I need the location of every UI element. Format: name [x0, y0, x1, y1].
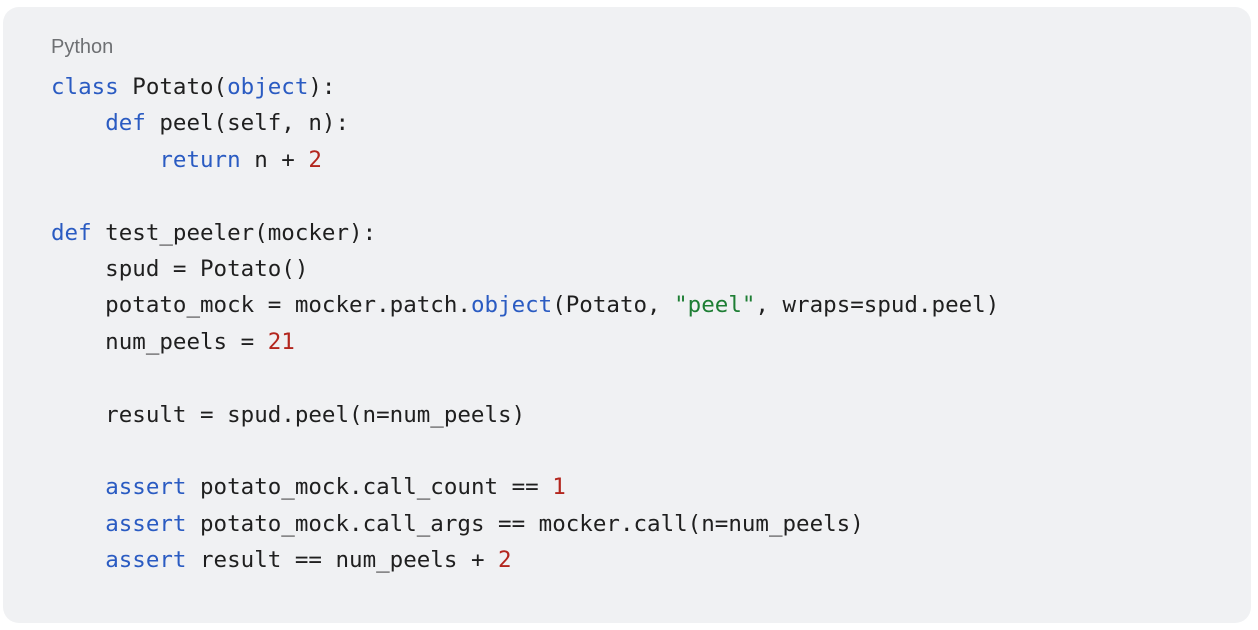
- code-line: return n + 2: [51, 142, 999, 178]
- code-line: assert potato_mock.call_count == 1: [51, 469, 999, 505]
- code-token-plain: [51, 511, 105, 537]
- code-line: class Potato(object):: [51, 69, 999, 105]
- code-token-plain: test_peeler(mocker):: [91, 219, 377, 246]
- code-token-plain: ):: [308, 74, 336, 100]
- code-line: num_peels = 21: [51, 324, 999, 360]
- code-line: [51, 360, 999, 396]
- code-line: [51, 178, 999, 214]
- code-token-plain: (Potato,: [552, 292, 675, 319]
- code-line: potato_mock = mocker.patch.object(Potato…: [51, 287, 999, 323]
- code-token-num: 21: [267, 328, 295, 355]
- code-token-str: "peel": [674, 292, 756, 319]
- code-token-kw: class: [51, 74, 119, 100]
- code-token-plain: [51, 547, 105, 573]
- code-token-plain: result == num_peels +: [186, 547, 499, 574]
- code-token-plain: result = spud.peel(n=num_peels): [51, 401, 526, 428]
- code-language-label: Python: [51, 36, 114, 58]
- code-token-kw: assert: [105, 510, 187, 537]
- code-token-plain: num_peels =: [51, 328, 268, 355]
- code-token-kw: def: [51, 219, 92, 246]
- code-token-num: 1: [552, 474, 566, 501]
- code-content: class Potato(object): def peel(self, n):…: [51, 69, 999, 578]
- code-line: result = spud.peel(n=num_peels): [51, 397, 999, 433]
- code-line: spud = Potato(): [51, 251, 999, 287]
- code-token-plain: n +: [240, 146, 309, 173]
- code-token-kw: assert: [105, 474, 187, 501]
- code-token-plain: [51, 147, 159, 173]
- code-token-plain: spud = Potato(): [51, 255, 309, 282]
- code-token-num: 2: [498, 547, 512, 574]
- code-token-plain: potato_mock.call_count ==: [186, 474, 553, 501]
- code-token-plain: potato_mock = mocker.patch.: [51, 292, 471, 319]
- code-token-kw: return: [159, 146, 241, 173]
- code-line: def test_peeler(mocker):: [51, 215, 999, 251]
- code-token-kw: def: [105, 110, 146, 137]
- code-line: def peel(self, n):: [51, 105, 999, 141]
- code-line: assert potato_mock.call_args == mocker.c…: [51, 506, 999, 542]
- code-token-kw: object: [470, 292, 553, 319]
- code-line: [51, 433, 999, 469]
- code-token-num: 2: [308, 146, 322, 173]
- code-token-plain: Potato(: [118, 74, 228, 100]
- code-token-plain: peel(self, n):: [145, 110, 350, 137]
- code-block-card: Python class Potato(object): def peel(se…: [3, 7, 1251, 623]
- code-token-kw: assert: [105, 547, 187, 574]
- code-token-kw: object: [227, 74, 309, 100]
- code-token-plain: potato_mock.call_args == mocker.call(n=n…: [186, 510, 864, 537]
- code-line: assert result == num_peels + 2: [51, 542, 999, 578]
- code-token-plain: [51, 474, 105, 500]
- code-token-plain: , wraps=spud.peel): [755, 292, 1000, 319]
- code-token-plain: [51, 110, 105, 136]
